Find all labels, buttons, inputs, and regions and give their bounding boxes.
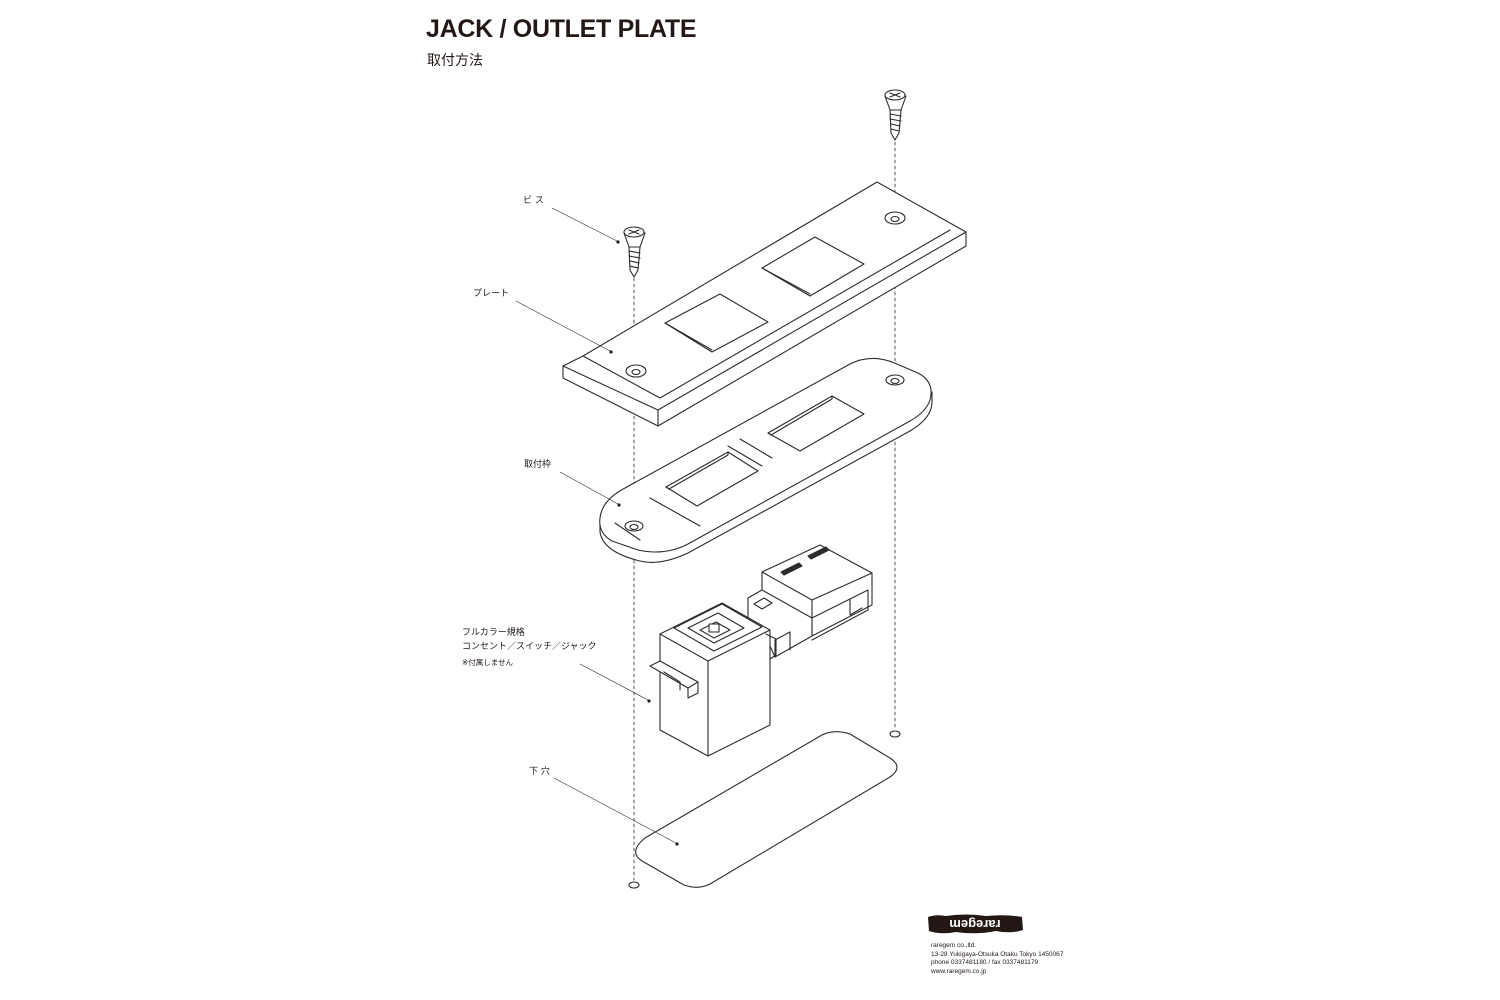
hole-label: 下 穴 — [529, 767, 550, 777]
page-subtitle: 取付方法 — [427, 53, 483, 69]
device-label-note: ※付属しません — [462, 658, 514, 667]
raregem-logo: raregem — [928, 914, 1023, 934]
company-phone-fax: phone 0337481180 / fax 0337481179 — [931, 959, 1039, 967]
company-name: raregem co.,ltd. — [931, 942, 977, 949]
jack-module — [649, 602, 777, 757]
device-label-line2: コンセント／スイッチ／ジャック — [462, 642, 597, 652]
leader-dots — [609, 240, 679, 846]
cover-plate — [562, 181, 967, 427]
page-title: JACK / OUTLET PLATE — [426, 15, 697, 43]
frame-label: 取付枠 — [524, 460, 552, 470]
plate-label: プレート — [473, 289, 510, 299]
screw-right — [884, 89, 907, 141]
screw-left — [623, 226, 646, 278]
leader-lines — [515, 207, 677, 844]
mounting-frame — [599, 357, 933, 563]
screw-label: ビ ス — [523, 196, 544, 206]
svg-text:raregem: raregem — [949, 917, 1000, 932]
company-website[interactable]: www.raregem.co.jp — [931, 967, 987, 975]
wall-cutout-hole — [628, 730, 901, 889]
company-address: 13-28 Yukigaya-Otsuka Otaku Tokyo 145006… — [931, 950, 1064, 958]
device-label-line1: フルカラー規格 — [462, 628, 525, 638]
company-info: raregem co.,ltd. 13-28 Yukigaya-Otsuka O… — [931, 942, 1131, 976]
